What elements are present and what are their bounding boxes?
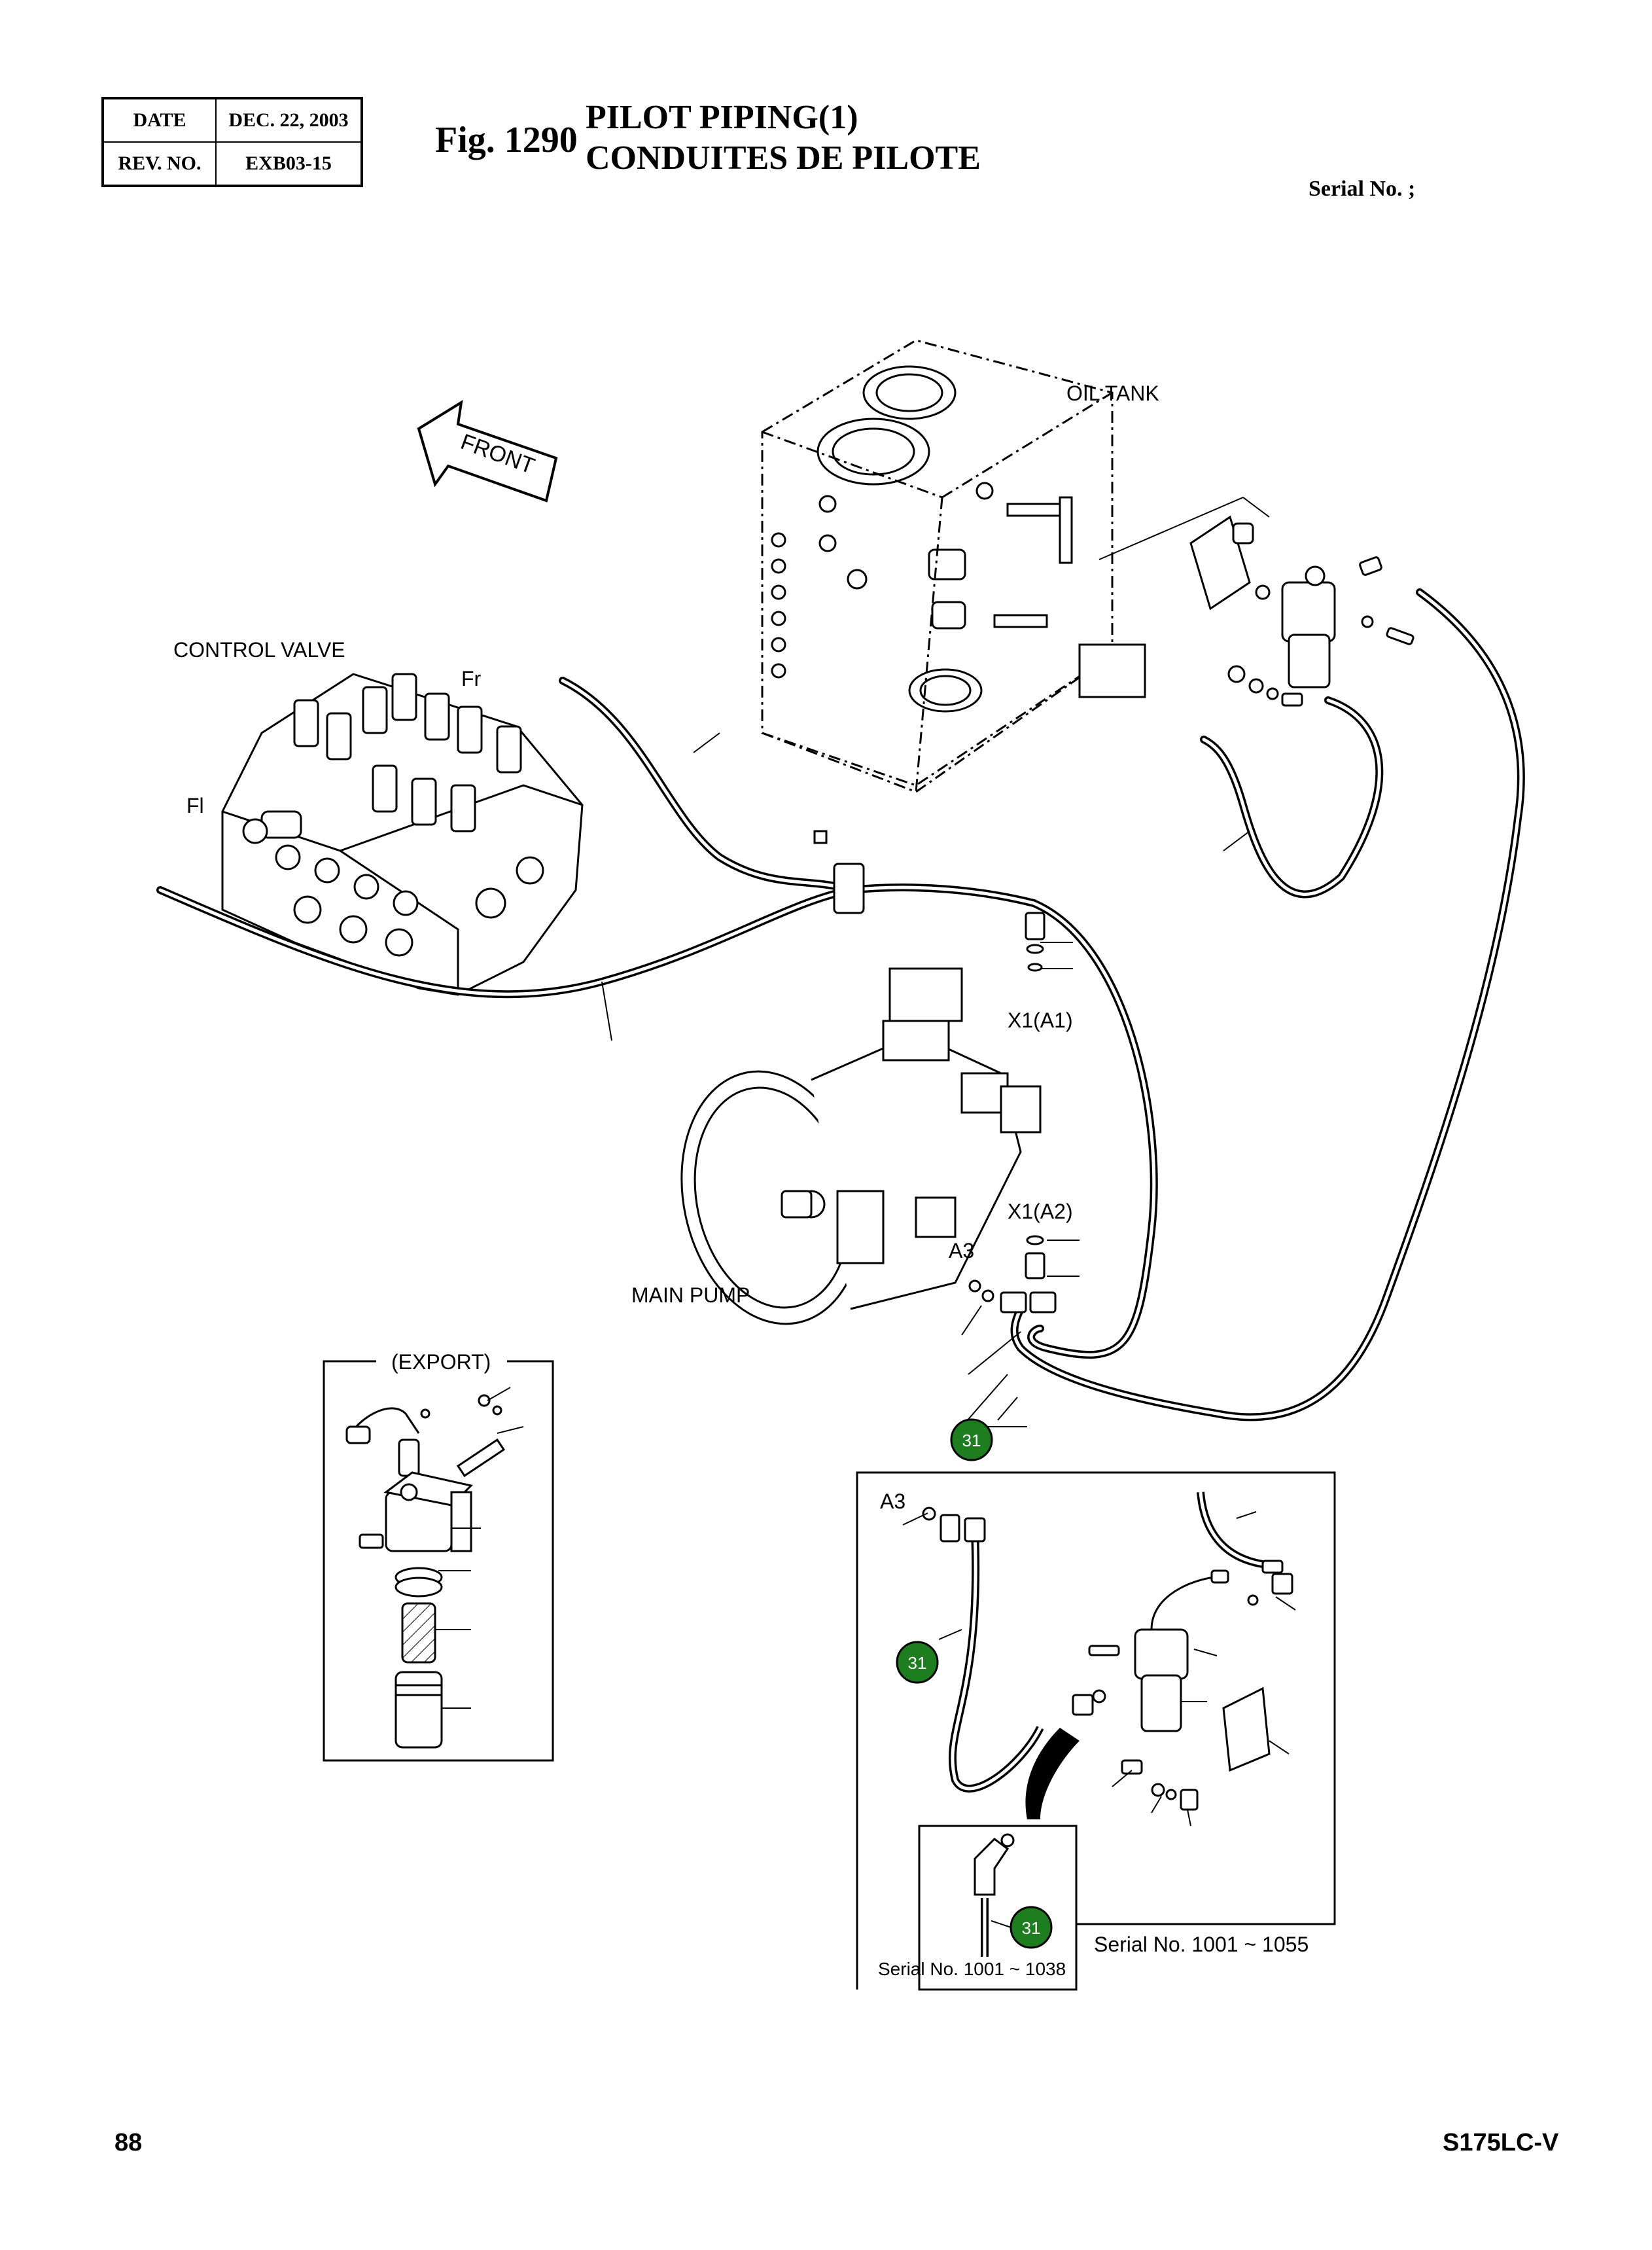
detail-a3-label: A3 bbox=[880, 1490, 905, 1513]
revision-table: DATE DEC. 22, 2003 REV. NO. EXB03-15 bbox=[101, 97, 363, 187]
figure-number: Fig. 1290 bbox=[435, 120, 578, 160]
callout-31-text: 31 bbox=[962, 1431, 981, 1450]
hose-clamp bbox=[813, 830, 865, 914]
rev-value: EXB03-15 bbox=[215, 141, 362, 187]
callout-31-serial: 31 bbox=[991, 1906, 1053, 1949]
tank-side-fittings bbox=[771, 532, 786, 679]
serial-1038-label: Serial No. 1001 ~ 1038 bbox=[878, 1959, 1066, 1979]
port-fr-label: Fr bbox=[461, 667, 482, 690]
serial-1055-label: Serial No. 1001 ~ 1055 bbox=[1094, 1933, 1309, 1956]
port-x1a1-label: X1(A1) bbox=[1008, 1009, 1073, 1032]
date-label: DATE bbox=[102, 98, 217, 143]
callout-31-detail: 31 bbox=[896, 1629, 962, 1684]
export-label: (EXPORT) bbox=[391, 1350, 491, 1374]
pump-fittings bbox=[968, 912, 1057, 1313]
port-fl-label: Fl bbox=[186, 794, 204, 817]
port-x1a2-label: X1(A2) bbox=[1008, 1200, 1073, 1223]
control-valve-label: CONTROL VALVE bbox=[173, 638, 345, 662]
oil-tank-label: OIL TANK bbox=[1066, 382, 1159, 405]
port-a3-label: A3 bbox=[949, 1239, 974, 1262]
page-number: 88 bbox=[114, 2129, 143, 2156]
control-valve-spools bbox=[293, 673, 522, 832]
serial-number-heading: Serial No. ; bbox=[1309, 177, 1416, 201]
front-arrow: FRONT bbox=[417, 400, 558, 503]
pilot-hoses-inner bbox=[158, 590, 1523, 1419]
callout-31-text: 31 bbox=[1022, 1918, 1041, 1938]
rev-label: REV. NO. bbox=[102, 141, 217, 187]
detail-pointer bbox=[1025, 1728, 1080, 1819]
model-name: S175LC-V bbox=[1443, 2129, 1559, 2156]
export-inset: (EXPORT) bbox=[323, 1348, 554, 1762]
date-value: DEC. 22, 2003 bbox=[215, 98, 362, 143]
oil-tank-ports bbox=[817, 365, 1073, 713]
figure-title-en: PILOT PIPING(1) bbox=[586, 99, 858, 136]
figure-title-fr: CONDUITES DE PILOTE bbox=[586, 139, 981, 177]
oil-tank bbox=[761, 339, 1114, 793]
serial-detail-inset: A3 Serial No. 1001 ~ 1055 bbox=[856, 1471, 1336, 1991]
callout-31-main: 31 bbox=[950, 1397, 1018, 1461]
pilot-filter-assembly bbox=[1078, 515, 1415, 707]
callout-31-text: 31 bbox=[908, 1653, 927, 1673]
main-pump-label: MAIN PUMP bbox=[631, 1283, 750, 1307]
control-valve bbox=[221, 673, 584, 996]
main-pump bbox=[680, 967, 1042, 1325]
